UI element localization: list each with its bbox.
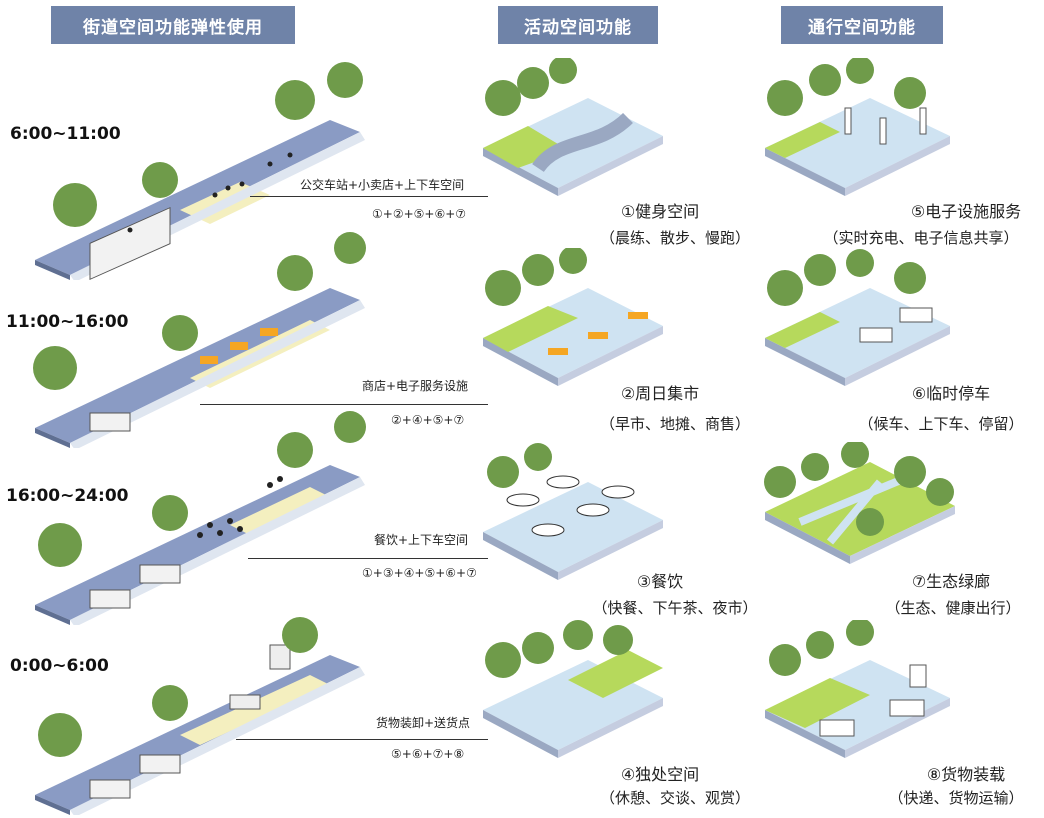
callout-text-1: 公交车站+小卖店+上下车空间 [300, 178, 465, 192]
electronic-services-title: ⑤电子设施服务 [910, 202, 1022, 221]
temporary-parking-subtitle: （候车、上下车、停留） [858, 415, 1024, 433]
callout-line-1 [250, 196, 488, 197]
solitude-space-diagram [483, 620, 663, 758]
fitness-space-subtitle: （晨练、散步、慢跑） [599, 229, 750, 247]
time-label-1: 6:00~11:00 [10, 124, 121, 144]
cargo-loading-diagram [765, 620, 950, 758]
time-label-3: 16:00~24:00 [6, 486, 129, 506]
eco-corridor-diagram [764, 442, 955, 564]
cargo-loading-title: ⑧货物装载 [926, 765, 1006, 784]
callout-text-3: 餐饮+上下车空间 [374, 533, 469, 547]
solitude-space-subtitle: （休憩、交谈、观赏） [599, 789, 750, 807]
sunday-market-subtitle: （早市、地摊、商售） [599, 415, 750, 433]
street-strip-1 [35, 62, 365, 280]
callout-line-3 [248, 558, 488, 559]
callout-line-2 [200, 404, 488, 405]
electronic-services-diagram [765, 58, 950, 196]
time-label-2: 11:00~16:00 [6, 312, 129, 332]
callout-combo-2: ②+④+⑤+⑦ [391, 413, 465, 427]
callout-combo-3: ①+③+④+⑤+⑥+⑦ [362, 566, 477, 580]
temporary-parking-title: ⑥临时停车 [911, 384, 991, 403]
callout-combo-1: ①+②+⑤+⑥+⑦ [372, 207, 467, 221]
eco-corridor-subtitle: （生态、健康出行） [885, 599, 1021, 617]
sunday-market-diagram [483, 248, 663, 386]
callout-line-4 [236, 739, 488, 740]
fitness-space-diagram [483, 58, 663, 196]
fitness-space-title: ①健身空间 [620, 202, 700, 221]
street-use-header: 街道空间功能弹性使用 [51, 6, 295, 44]
temporary-parking-diagram [765, 249, 950, 386]
callout-text-4: 货物装卸+送货点 [376, 716, 471, 730]
sunday-market-title: ②周日集市 [620, 384, 700, 403]
callout-text-2: 商店+电子服务设施 [362, 379, 469, 393]
dining-diagram [483, 443, 663, 580]
electronic-services-subtitle: （实时充电、电子信息共享） [823, 229, 1019, 247]
street-strip-2 [33, 232, 366, 448]
dining-subtitle: （快餐、下午茶、夜市） [592, 599, 758, 617]
traffic-header: 通行空间功能 [781, 6, 943, 44]
street-strip-4 [35, 617, 365, 815]
callout-combo-4: ⑤+⑥+⑦+⑧ [391, 747, 465, 761]
dining-title: ③餐饮 [636, 572, 684, 591]
cargo-loading-subtitle: （快递、货物运输） [888, 789, 1024, 807]
street-strip-3 [35, 411, 366, 625]
eco-corridor-title: ⑦生态绿廊 [911, 572, 991, 591]
time-label-4: 0:00~6:00 [10, 656, 109, 676]
solitude-space-title: ④独处空间 [620, 765, 700, 784]
activity-header: 活动空间功能 [498, 6, 658, 44]
